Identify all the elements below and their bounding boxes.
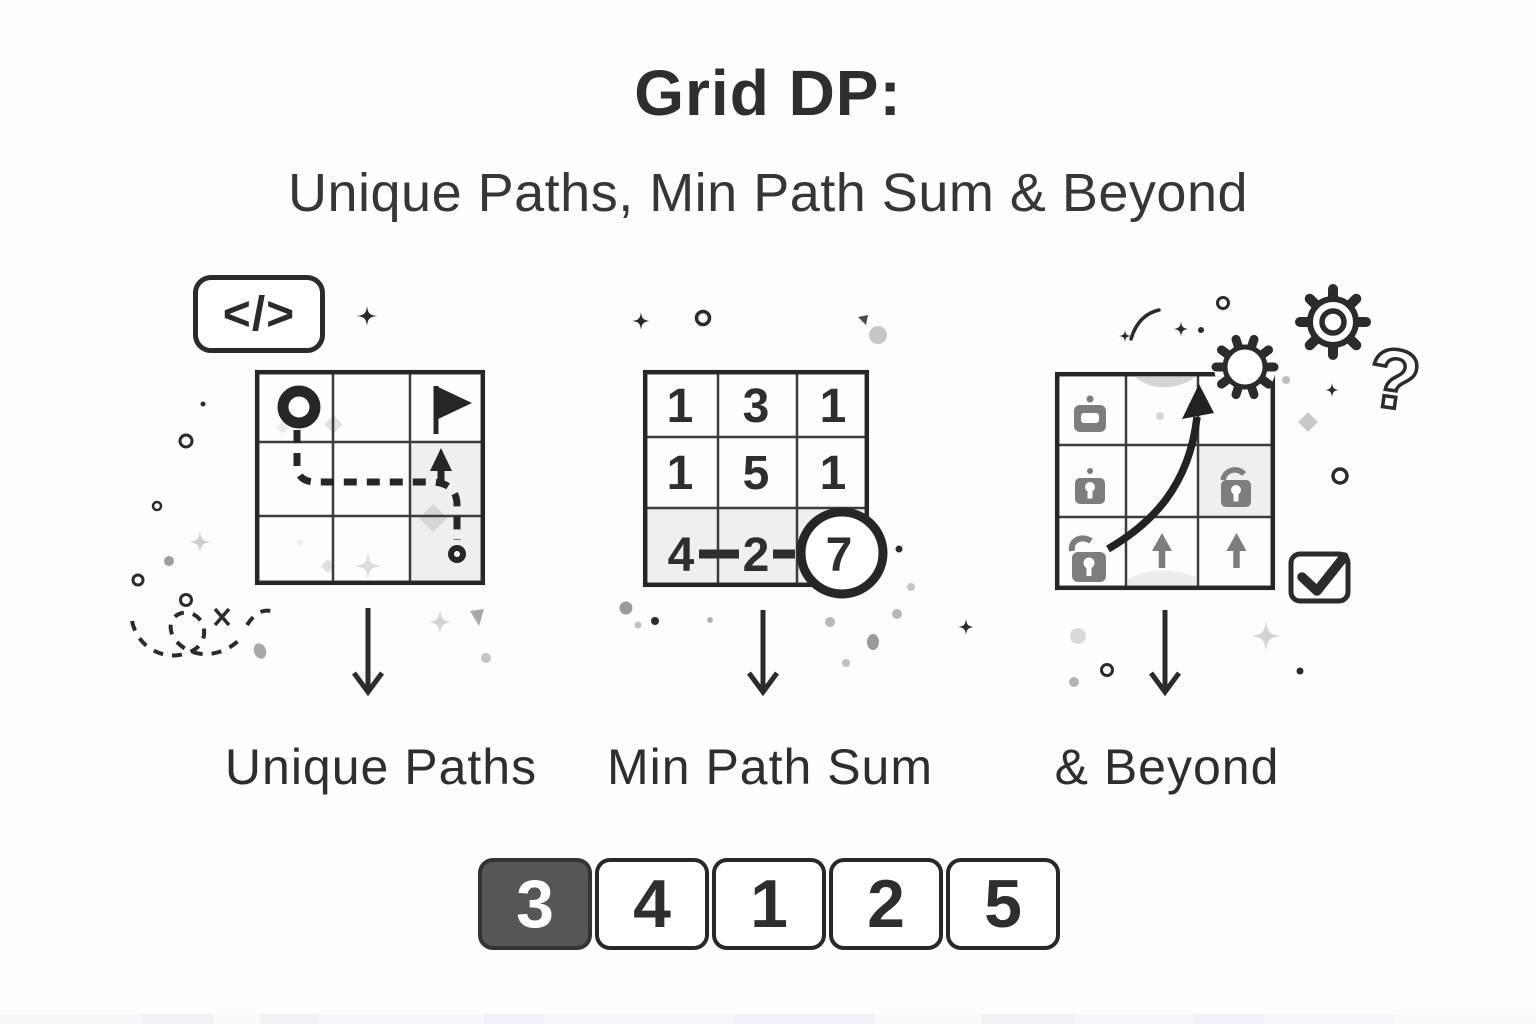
bottom-edge-strip bbox=[0, 1014, 1536, 1024]
swoosh-mark bbox=[1135, 377, 1195, 388]
sequence-cell: 5 bbox=[946, 858, 1060, 950]
question-mark-icon: ? bbox=[1362, 329, 1426, 429]
code-icon-glyph: </> bbox=[222, 287, 296, 341]
cell-value: 1 bbox=[667, 380, 694, 433]
up-arrow-icon bbox=[1226, 533, 1247, 568]
up-arrow-icon bbox=[1152, 533, 1172, 568]
cell-value: 1 bbox=[820, 447, 847, 500]
faint-wave bbox=[1128, 570, 1196, 586]
cell-value: 2 bbox=[743, 529, 770, 582]
lock-icon bbox=[1075, 468, 1105, 504]
circled-cell-value: 7 bbox=[826, 529, 853, 582]
grid-values: 1 3 1 1 5 1 4 2 bbox=[667, 380, 847, 582]
grid-border bbox=[642, 369, 870, 588]
grid-border bbox=[254, 369, 486, 586]
checkmark-icon bbox=[1297, 552, 1349, 596]
route-path bbox=[293, 430, 461, 540]
label-unique-paths: Unique Paths bbox=[224, 739, 538, 795]
goal-flag-icon bbox=[433, 386, 472, 434]
grid-lines bbox=[255, 370, 485, 585]
highlight-circle bbox=[796, 507, 888, 599]
page-title: Grid DP: bbox=[634, 57, 902, 129]
sequence-cell: 4 bbox=[595, 858, 709, 950]
lock-icon bbox=[1074, 395, 1106, 432]
grid-lines bbox=[1055, 372, 1275, 590]
sequence-cell: 1 bbox=[712, 858, 826, 950]
unlock-icon bbox=[1068, 535, 1106, 582]
cell-value: 1 bbox=[820, 380, 847, 433]
page-subtitle: Unique Paths, Min Path Sum & Beyond bbox=[287, 163, 1249, 223]
growth-arrow-icon bbox=[1106, 384, 1214, 553]
sequence-cell-active: 3 bbox=[478, 858, 592, 950]
down-arrow-icon bbox=[351, 608, 385, 697]
min-path-sum-grid: 1 3 1 1 5 1 4 2 7 bbox=[642, 369, 888, 599]
gear-icon bbox=[1295, 284, 1371, 360]
lock-icon bbox=[1220, 467, 1251, 507]
cell-value: 5 bbox=[743, 447, 770, 500]
unique-paths-grid bbox=[254, 369, 486, 586]
arc-doodle bbox=[1129, 308, 1161, 341]
scribble-doodle bbox=[130, 593, 272, 658]
sequence-strip: 3 4 1 2 5 bbox=[478, 858, 1060, 950]
up-arrow-icon bbox=[430, 448, 452, 485]
route-end-icon bbox=[448, 545, 466, 563]
beyond-grid bbox=[1054, 371, 1276, 591]
label-beyond: & Beyond bbox=[1054, 739, 1280, 795]
cell-value: 1 bbox=[667, 447, 694, 500]
grid-border bbox=[1054, 371, 1276, 591]
cell-value: 3 bbox=[743, 380, 770, 433]
label-min-path-sum: Min Path Sum bbox=[606, 739, 934, 795]
start-circle-icon bbox=[277, 385, 321, 429]
cell-value: 4 bbox=[668, 529, 695, 582]
down-arrow-icon bbox=[1148, 610, 1182, 697]
checkbox-icon bbox=[1288, 551, 1351, 604]
down-arrow-icon bbox=[746, 610, 780, 697]
code-icon: </> bbox=[193, 275, 325, 353]
sequence-cell: 2 bbox=[829, 858, 943, 950]
